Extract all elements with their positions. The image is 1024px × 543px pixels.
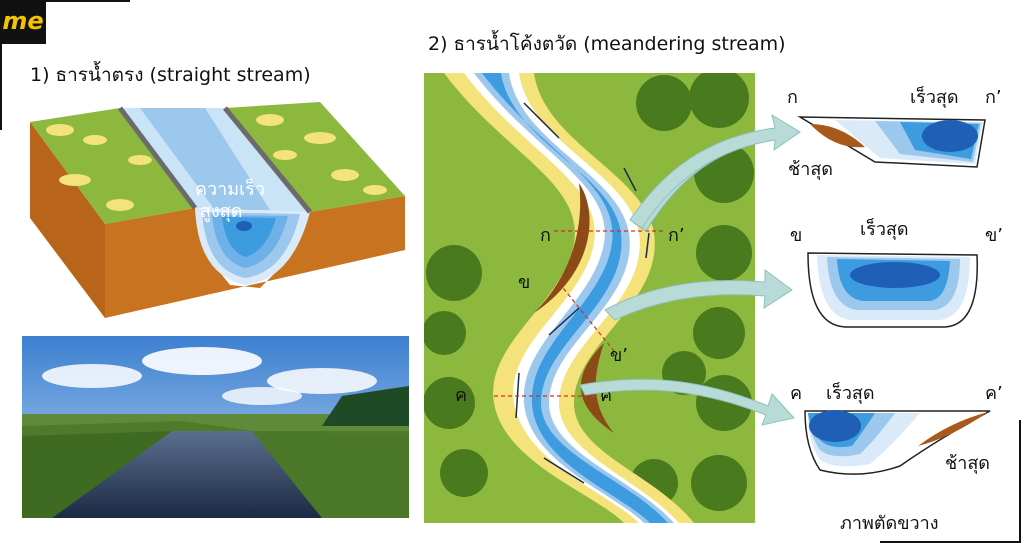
section-c-right-label: ค’ — [985, 383, 1003, 404]
section-b-fast-label: เร็วสุด — [860, 219, 909, 240]
section-c-fast-label: เร็วสุด — [826, 383, 875, 404]
right-rule — [1019, 420, 1021, 543]
section-pointer-arrows — [579, 113, 801, 426]
section-a-slow-label: ช้าสุด — [788, 159, 833, 180]
section-a-fast-label: เร็วสุด — [910, 87, 959, 108]
meandering-stream-title: 2) ธารน้ำโค้งตวัด (meandering stream) — [428, 33, 786, 55]
bottom-rule — [880, 541, 1021, 543]
section-c-left-label: ค — [790, 383, 803, 404]
section-b-left-label: ข — [790, 225, 803, 246]
map-label-kho: ค — [455, 385, 468, 406]
straight-river-photo — [22, 336, 409, 518]
me-logo: me — [0, 0, 46, 44]
section-c-slow-label: ช้าสุด — [945, 453, 990, 474]
max-velocity-label-1: ความเร็ว — [195, 179, 266, 200]
cross-section-b — [807, 252, 978, 328]
straight-stream-title: 1) ธารน้ำตรง (straight stream) — [30, 64, 311, 86]
section-a-left-label: ก — [787, 87, 798, 108]
cross-section-a — [797, 116, 986, 168]
cross-section-caption: ภาพตัดขวาง — [840, 513, 939, 534]
max-velocity-label-2: สูงสุด — [200, 201, 243, 222]
section-a-right-label: ก’ — [985, 87, 1002, 108]
top-rule — [46, 0, 130, 2]
straight-stream-block-diagram — [30, 102, 405, 318]
meandering-stream-map — [424, 73, 755, 523]
map-label-k-prime: ก’ — [668, 225, 685, 246]
cross-section-c — [804, 410, 991, 475]
map-label-kh-prime: ข’ — [610, 345, 629, 366]
map-label-k: ก — [540, 225, 551, 246]
map-label-kh: ข — [518, 272, 531, 293]
left-rule — [0, 44, 2, 130]
section-b-right-label: ข’ — [985, 225, 1004, 246]
